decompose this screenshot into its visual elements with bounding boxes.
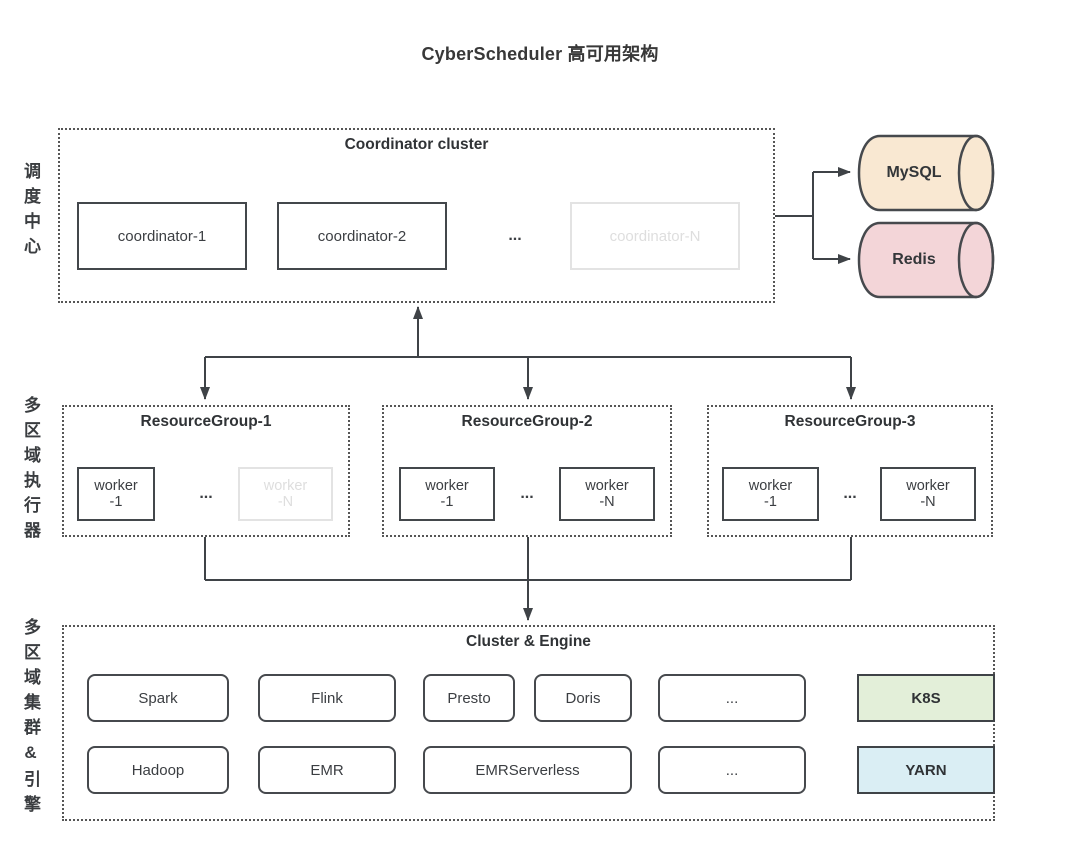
rg2-worker-n-node: worker -N bbox=[559, 467, 655, 521]
worker-label-line1: worker bbox=[906, 477, 950, 494]
rg-collector-line bbox=[204, 537, 852, 581]
coordinator-ellipsis: ... bbox=[508, 227, 522, 244]
resource-group-3-box: ResourceGroup-3 worker -1 ... worker -N bbox=[707, 405, 993, 537]
resource-group-1-title: ResourceGroup-1 bbox=[140, 413, 272, 430]
rg1-worker-n-node: worker -N bbox=[238, 467, 333, 521]
engine-spark: Spark bbox=[87, 674, 229, 722]
engine-flink: Flink bbox=[258, 674, 396, 722]
redis-cylinder-icon bbox=[857, 221, 995, 299]
engine-emr: EMR bbox=[258, 746, 396, 794]
coordinator-1-node: coordinator-1 bbox=[77, 202, 247, 270]
diagram-title: CyberScheduler 高可用架构 bbox=[421, 44, 659, 64]
side-label-scheduling-center: 调度中心 bbox=[21, 162, 40, 262]
db-branch-line bbox=[775, 172, 814, 259]
cluster-engine-title: Cluster & Engine bbox=[466, 633, 591, 650]
engine-row1-ellipsis: ... bbox=[658, 674, 806, 722]
worker-label-line2: -N bbox=[599, 494, 615, 510]
resource-group-2-box: ResourceGroup-2 worker -1 ... worker -N bbox=[382, 405, 672, 537]
mysql-cylinder-icon bbox=[857, 134, 995, 212]
rg1-worker-1-node: worker -1 bbox=[77, 467, 155, 521]
rg3-worker-n-node: worker -N bbox=[880, 467, 976, 521]
engine-emrserverless: EMRServerless bbox=[423, 746, 632, 794]
coordinator-cluster-title: Coordinator cluster bbox=[344, 136, 489, 153]
worker-label-line1: worker bbox=[748, 477, 793, 494]
engine-doris: Doris bbox=[534, 674, 632, 722]
worker-label-line1: worker bbox=[585, 477, 629, 494]
mysql-label: MySQL bbox=[886, 164, 942, 181]
worker-label-line1: worker bbox=[263, 477, 308, 494]
engine-row2-ellipsis: ... bbox=[658, 746, 806, 794]
rg2-ellipsis: ... bbox=[520, 485, 534, 502]
resource-group-2-title: ResourceGroup-2 bbox=[461, 413, 593, 430]
coordinator-n-node: coordinator-N bbox=[570, 202, 740, 270]
worker-label-line2: -N bbox=[920, 494, 936, 510]
coordinator-cluster-box: Coordinator cluster coordinator-1 coordi… bbox=[58, 128, 775, 303]
worker-label-line2: -1 bbox=[440, 494, 454, 510]
worker-label-line2: -N bbox=[277, 494, 294, 510]
worker-label-line2: -1 bbox=[764, 494, 777, 510]
rg1-ellipsis: ... bbox=[199, 485, 213, 502]
worker-label-line1: worker bbox=[94, 477, 138, 494]
side-label-multi-region-clusters: 多区域集群&引擎 bbox=[21, 618, 40, 820]
platform-k8s: K8S bbox=[857, 674, 995, 722]
worker-label-line1: worker bbox=[425, 477, 469, 494]
redis-database: Redis bbox=[856, 220, 998, 300]
mysql-database: MySQL bbox=[856, 133, 998, 213]
platform-yarn: YARN bbox=[857, 746, 995, 794]
rg3-ellipsis: ... bbox=[843, 485, 857, 502]
coordinator-2-node: coordinator-2 bbox=[277, 202, 447, 270]
resource-group-3-title: ResourceGroup-3 bbox=[784, 413, 916, 430]
rg3-worker-1-node: worker -1 bbox=[722, 467, 819, 521]
resource-group-1-box: ResourceGroup-1 worker -1 ... worker -N bbox=[62, 405, 350, 537]
redis-label: Redis bbox=[892, 251, 936, 268]
rg2-worker-1-node: worker -1 bbox=[399, 467, 495, 521]
side-label-multi-region-executors: 多区域执行器 bbox=[21, 396, 40, 546]
engine-hadoop: Hadoop bbox=[87, 746, 229, 794]
cluster-engine-box: Cluster & Engine Spark Flink Presto Dori… bbox=[62, 625, 995, 821]
worker-label-line2: -1 bbox=[109, 494, 123, 510]
engine-presto: Presto bbox=[423, 674, 515, 722]
